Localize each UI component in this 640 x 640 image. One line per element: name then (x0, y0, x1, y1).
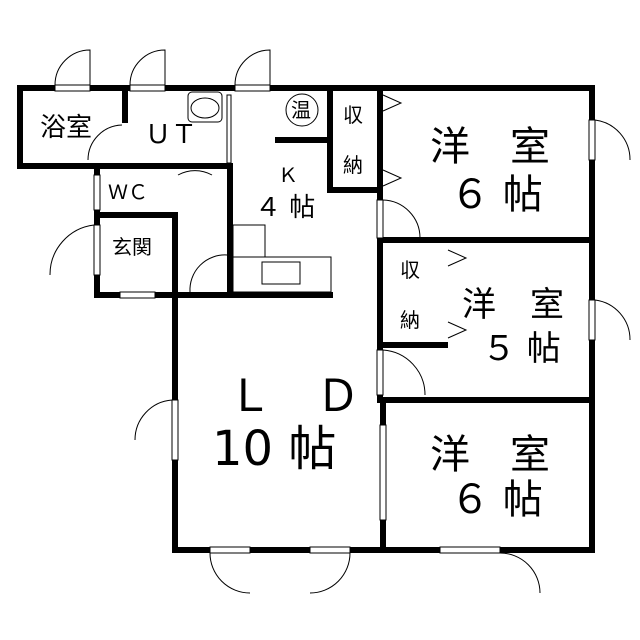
closet2-label-a: 収 (400, 258, 420, 282)
room3-size: ６ 帖 (450, 477, 543, 523)
closet2-label-b: 納 (400, 308, 420, 332)
entrance-label: 玄関 (112, 235, 152, 259)
utility-label: ＵＴ (145, 120, 198, 150)
kitchen-name: Ｋ (278, 163, 298, 187)
kitchen-size: ４ 帖 (255, 193, 316, 223)
room3-name: 洋 室 (430, 432, 550, 478)
ld-size: 10 帖 (212, 421, 337, 477)
water-heater-label: 温 (291, 98, 311, 122)
room1-name: 洋 室 (430, 124, 550, 170)
closet1-label-b: 納 (343, 153, 363, 177)
bath-label: 浴室 (40, 113, 93, 143)
wc-label: ＷＣ (108, 180, 148, 204)
room1-size: ６ 帖 (450, 172, 543, 218)
ld-name: Ｌ Ｄ (228, 371, 360, 422)
room2-size: ５ 帖 (482, 329, 561, 369)
closet1-label-a: 収 (343, 103, 363, 127)
room2-name: 洋 室 (462, 285, 564, 325)
